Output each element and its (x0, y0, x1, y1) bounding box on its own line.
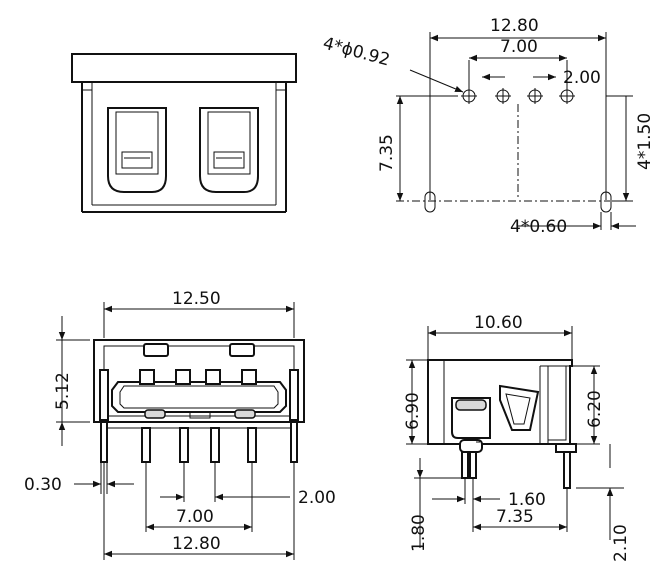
front-pin-thickness: 0.30 (24, 475, 62, 495)
front-overall-width: 12.80 (172, 534, 221, 554)
side-view: 10.60 6.90 6.20 (403, 313, 631, 562)
fp-row-distance: 7.35 (377, 134, 397, 172)
fp-hole-note: 4*ϕ0.92 (321, 34, 392, 71)
front-pin-pitch: 2.00 (298, 488, 336, 508)
front-housing-height: 5.12 (53, 372, 73, 410)
side-pin (459, 439, 577, 489)
fp-slot-note: 4*0.60 (510, 217, 567, 237)
side-row-distance: 7.35 (496, 507, 534, 527)
fp-pin-pitch: 2.00 (563, 68, 601, 88)
front-pin-span: 7.00 (176, 507, 214, 527)
top-view (71, 53, 297, 213)
side-pin-offset: 1.60 (508, 490, 546, 510)
side-body-height: 6.90 (403, 392, 423, 430)
contact-right (199, 107, 259, 193)
fp-hole-offset: 4*1.50 (635, 113, 655, 170)
footprint-view: 12.80 7.00 2.00 4*ϕ0.92 7.35 (321, 16, 655, 237)
fp-overall-width: 12.80 (490, 16, 539, 36)
fp-pin-span: 7.00 (500, 37, 538, 57)
side-shell-height: 6.20 (585, 390, 605, 428)
side-body-length: 10.60 (474, 313, 523, 333)
front-housing-width: 12.50 (172, 289, 221, 309)
side-pin-length-left: 1.80 (409, 514, 429, 552)
mounting-slots (424, 191, 612, 213)
pin-holes (461, 88, 575, 104)
side-pin-length-right: 2.10 (611, 524, 631, 562)
contact-left (107, 107, 167, 193)
front-view: 12.50 (24, 289, 336, 560)
connector-tongue (111, 369, 287, 419)
